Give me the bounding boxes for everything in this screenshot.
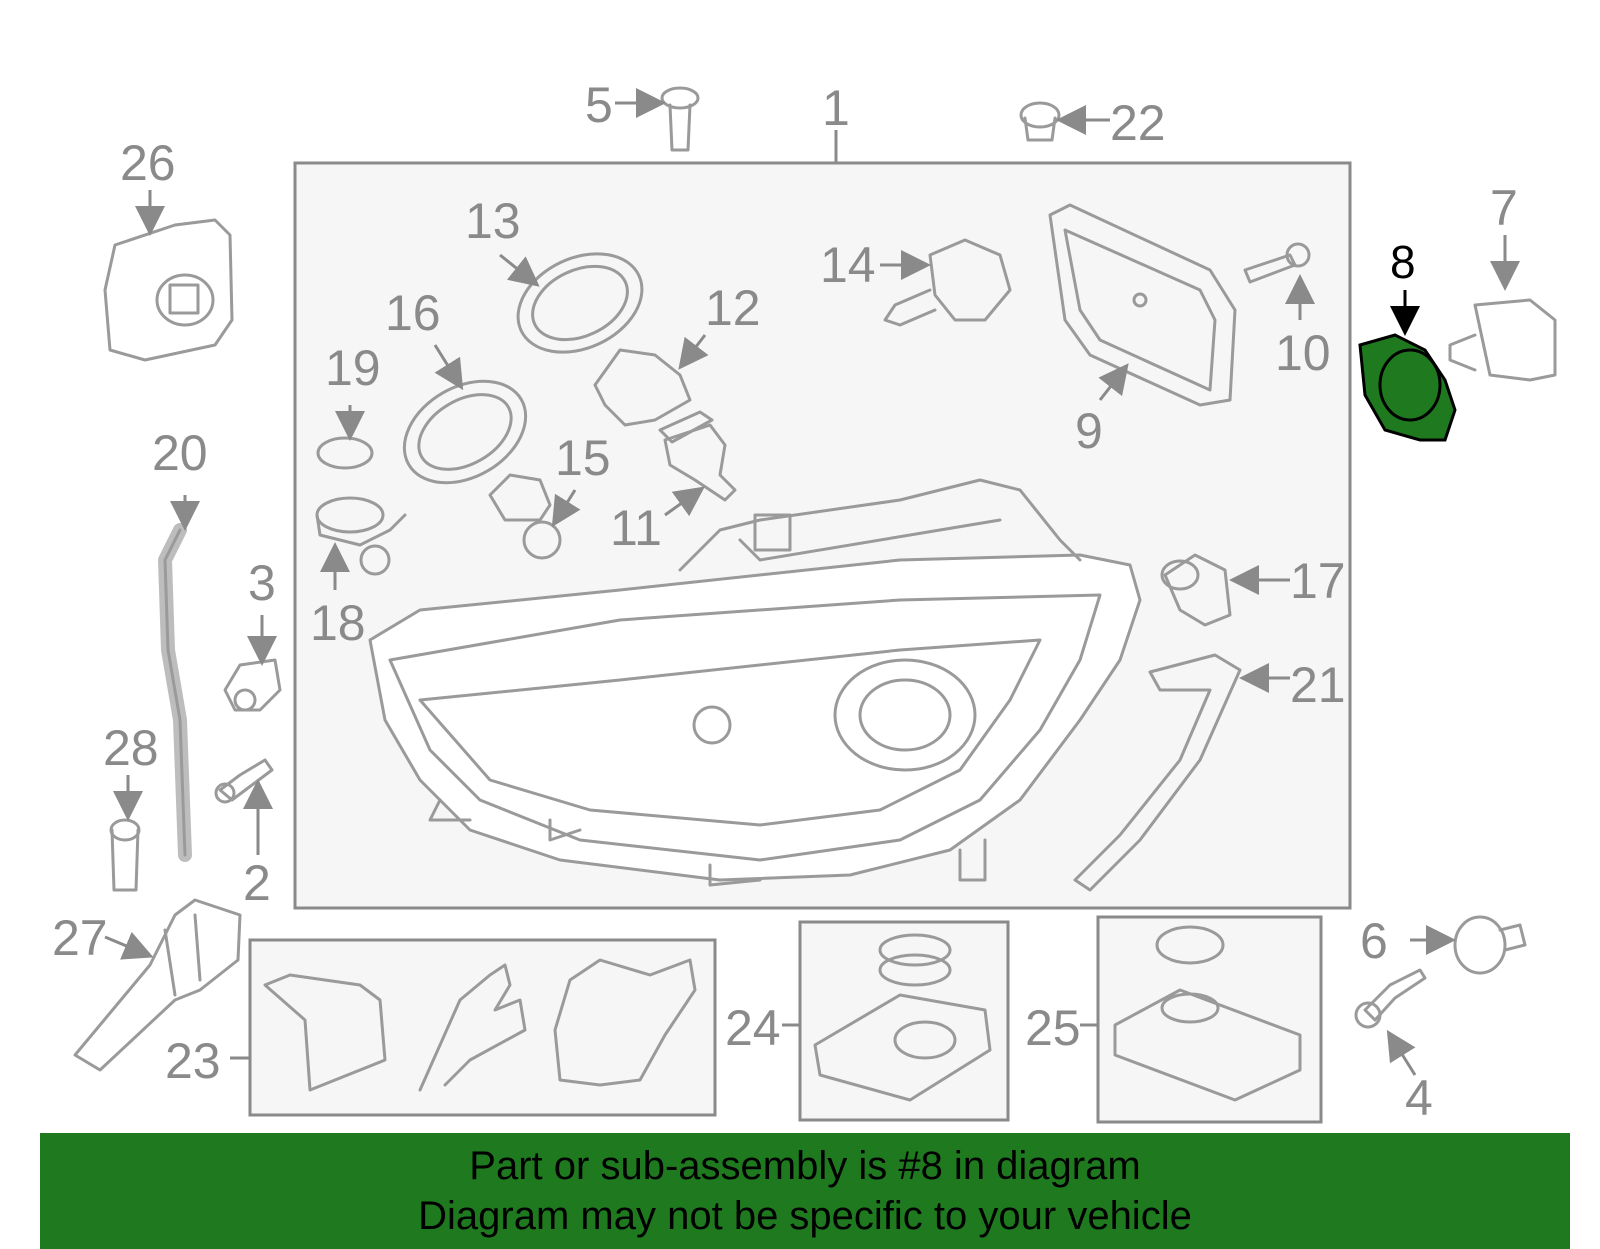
banner-line-2: Diagram may not be specific to your vehi… xyxy=(418,1194,1192,1238)
callout-25: 25 xyxy=(1025,1000,1081,1056)
module-25 xyxy=(1113,925,1302,1102)
holder-12 xyxy=(593,348,692,427)
ballast-26 xyxy=(103,218,234,362)
plug-22 xyxy=(1019,101,1061,142)
callout-7: 7 xyxy=(1490,180,1518,236)
module-24 xyxy=(813,933,992,1102)
screw-5 xyxy=(660,86,700,152)
stud-28 xyxy=(109,818,141,892)
callout-1: 1 xyxy=(822,80,850,136)
callout-11: 11 xyxy=(610,500,662,556)
bulb-15 xyxy=(488,473,562,560)
motor-14 xyxy=(883,238,1012,327)
clip-3 xyxy=(223,658,282,712)
callout-27: 27 xyxy=(52,910,108,966)
callout-15: 15 xyxy=(555,430,611,486)
module-box-24 xyxy=(798,920,1010,1122)
grommet-6 xyxy=(1453,915,1527,975)
callout-3: 3 xyxy=(248,555,276,611)
callout-9: 9 xyxy=(1075,403,1103,459)
strip-21 xyxy=(1073,653,1242,892)
callout-6: 6 xyxy=(1360,913,1388,969)
brackets-box-23 xyxy=(248,938,717,1117)
info-banner: Part or sub-assembly is #8 in diagram Di… xyxy=(40,1133,1570,1249)
callout-8: 8 xyxy=(1390,236,1416,288)
callout-22: 22 xyxy=(1110,95,1166,151)
screw-10 xyxy=(1243,242,1311,284)
callout-18: 18 xyxy=(310,595,366,651)
seal-13 xyxy=(516,252,644,354)
callout-16: 16 xyxy=(385,285,441,341)
elbow-17 xyxy=(1160,553,1232,627)
bolt-2 xyxy=(214,758,274,804)
callout-19: 19 xyxy=(325,340,381,396)
cap-8-highlighted xyxy=(1358,333,1457,442)
bracket-27 xyxy=(73,898,242,1072)
callout-21: 21 xyxy=(1290,657,1346,713)
callout-17: 17 xyxy=(1290,553,1346,609)
callout-2: 2 xyxy=(243,855,271,911)
callout-12: 12 xyxy=(705,280,761,336)
callout-20: 20 xyxy=(152,425,208,481)
socket-18 xyxy=(315,496,407,576)
bolt-4 xyxy=(1354,968,1427,1029)
headlamp-housing xyxy=(368,478,1142,887)
callout-4: 4 xyxy=(1405,1070,1433,1126)
callout-10: 10 xyxy=(1275,325,1331,381)
banner-line-1: Part or sub-assembly is #8 in diagram xyxy=(469,1144,1141,1188)
bulb-11 xyxy=(658,410,737,502)
callout-24: 24 xyxy=(725,1000,781,1056)
brackets-23 xyxy=(263,958,697,1092)
callout-13: 13 xyxy=(465,193,521,249)
bulb-7 xyxy=(1448,298,1557,382)
callout-28: 28 xyxy=(103,720,159,776)
seal-16 xyxy=(402,379,528,485)
callout-14: 14 xyxy=(820,237,876,293)
callout-26: 26 xyxy=(120,135,176,191)
callout-23: 23 xyxy=(165,1033,221,1089)
cover-9 xyxy=(1048,203,1237,407)
callout-5: 5 xyxy=(585,77,613,133)
